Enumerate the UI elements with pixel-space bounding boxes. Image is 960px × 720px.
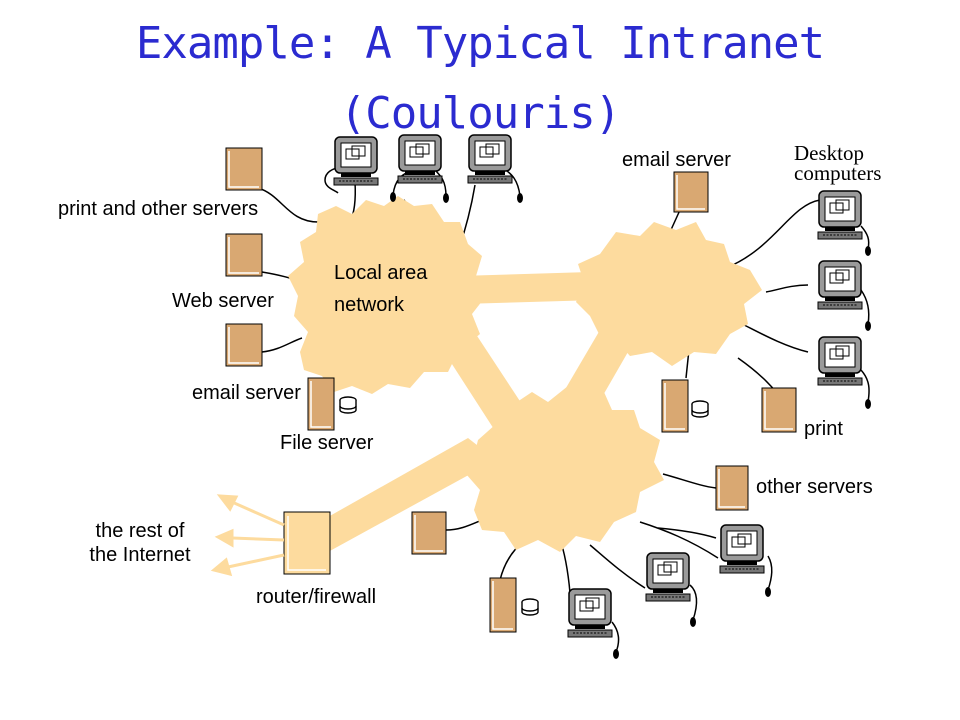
label-web-server: Web server — [172, 290, 274, 312]
slide-title-line-2: (Coulouris) — [339, 88, 621, 139]
desktop-computer-icon — [817, 190, 863, 240]
router-firewall-box — [283, 511, 331, 575]
server-email-left — [225, 323, 263, 367]
desktop-computer-icon — [333, 136, 379, 186]
label-print-other-servers: print and other servers — [58, 198, 259, 220]
desktop-computer-icon — [645, 552, 691, 602]
server-file-right — [661, 379, 689, 433]
label-desktop-line-1: Desktop — [794, 141, 864, 165]
label-file-server: File server — [280, 432, 374, 454]
server-bottom-left — [411, 511, 447, 555]
server-file-bottom — [489, 577, 517, 633]
internet-arrows — [210, 494, 285, 577]
disk-icon — [691, 400, 709, 418]
server-other — [715, 465, 749, 511]
label-email-server-left: email server — [192, 382, 301, 404]
slide-title-line-1: Example: A Typical Intranet — [135, 18, 825, 69]
label-email-server-right: email server — [622, 149, 731, 171]
disk-icon — [339, 396, 357, 414]
lan-cloud-left — [288, 196, 486, 394]
desktop-computer-icon — [719, 524, 765, 574]
server-boxes — [225, 147, 797, 633]
server-web — [225, 233, 263, 277]
label-desktop-line-2: computers — [794, 161, 882, 185]
server-email-right — [673, 171, 709, 213]
printer-right — [761, 387, 797, 433]
lan-cloud-right — [576, 222, 762, 366]
label-other-servers: other servers — [756, 476, 873, 498]
server-file — [307, 377, 335, 431]
label-lan-line-1: Local area — [334, 262, 428, 284]
disk-icon — [521, 598, 539, 616]
server-print-left — [225, 147, 263, 191]
desktop-computer-icon — [817, 336, 863, 386]
desktop-computer-icon — [397, 134, 443, 184]
lan-cloud-bottom — [466, 386, 664, 552]
mouse-dots — [390, 192, 871, 659]
label-print-right: print — [804, 418, 843, 440]
label-rest-line-1: the rest of — [95, 520, 185, 542]
desktop-computer-icon — [817, 260, 863, 310]
desktop-computer-icon — [567, 588, 613, 638]
label-router-firewall: router/firewall — [256, 586, 377, 608]
label-rest-line-2: the Internet — [89, 544, 191, 566]
desktop-computer-icon — [467, 134, 513, 184]
network-fabric — [283, 196, 762, 575]
label-lan-line-2: network — [334, 294, 405, 316]
